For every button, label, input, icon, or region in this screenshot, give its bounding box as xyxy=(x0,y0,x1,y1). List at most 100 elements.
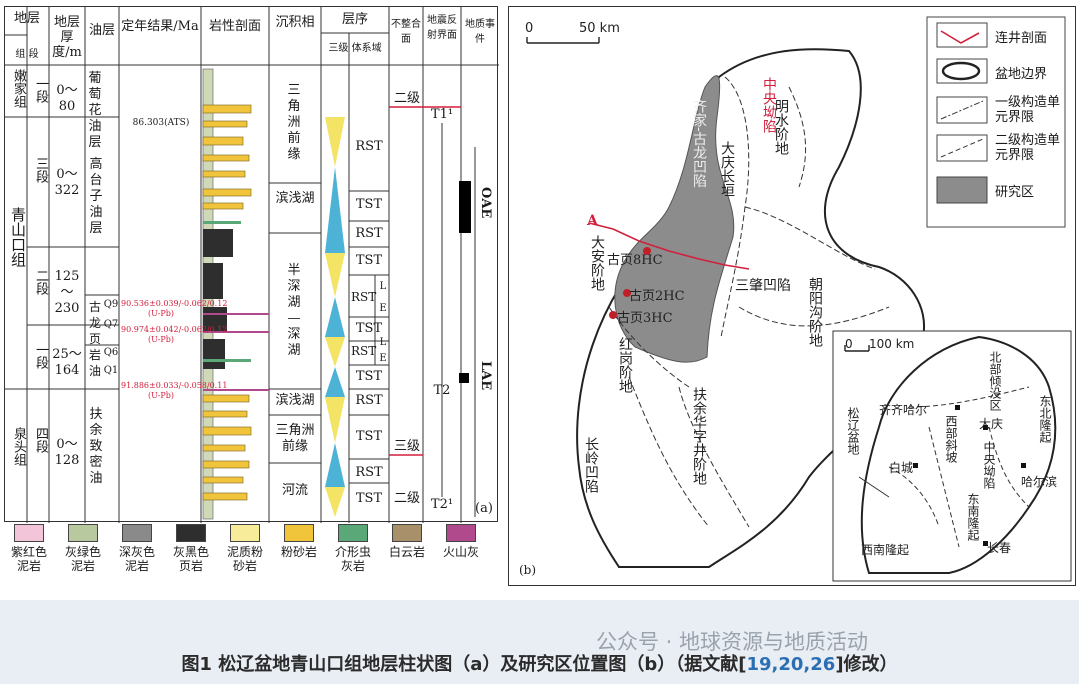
legend-item: 粉砂岩 xyxy=(276,524,322,559)
header-events: 地质事件 xyxy=(465,19,495,45)
unit-daan: 大安阶地 xyxy=(589,235,605,291)
siltstone-beds xyxy=(202,104,252,501)
seismic-t2: T2 xyxy=(433,383,451,398)
legend-label: 灰绿色泥岩 xyxy=(64,545,101,573)
legend-swatch xyxy=(338,524,368,542)
header-stratum-sub: 组 段 xyxy=(15,49,39,60)
inset-scale-value: 100 km xyxy=(869,337,915,351)
legend-swatch xyxy=(446,524,476,542)
legend-primary-boundary: 一级构造单元界限 xyxy=(995,95,1061,125)
legend-swatch xyxy=(392,524,422,542)
formation-quantou: 泉头组 xyxy=(11,427,26,466)
legend-swatch xyxy=(284,524,314,542)
header-sequence-sub: 三级 体系域 xyxy=(328,43,382,54)
study-area xyxy=(614,75,735,363)
facies-shore-shallow: 滨浅湖 xyxy=(275,191,315,206)
subtract-l-1: L xyxy=(379,281,387,292)
member-1: 一段 xyxy=(33,77,48,103)
age-upb-2: 90.974±0.042/-0.062/0.12 (U-Pb) xyxy=(121,325,228,344)
sequence-triangles xyxy=(325,117,345,517)
inset-west-slope: 西部斜坡 xyxy=(944,415,958,463)
thickness-2: 0～322 xyxy=(54,167,80,198)
legend-label: 紫红色泥岩 xyxy=(10,545,47,573)
header-stratum: 地层 xyxy=(13,11,40,26)
facies-shore-shallow-2: 滨浅湖 xyxy=(275,393,315,408)
tract-tst-4: TST xyxy=(355,369,383,384)
inset-northeast-uplift: 东北隆起 xyxy=(1038,395,1052,443)
legend-label: 泥质粉砂岩 xyxy=(226,545,263,573)
facies-delta-front-2: 三角洲前缘 xyxy=(275,423,315,454)
scale-zero: 0 xyxy=(525,21,534,36)
inset-central-depression: 中央坳陷 xyxy=(982,441,996,489)
legend-swatch xyxy=(230,524,260,542)
inset-songliao-basin: 松辽盆地 xyxy=(846,407,860,455)
caption-bar xyxy=(0,600,1079,684)
unit-daqing: 大庆长垣 xyxy=(719,141,735,197)
legend-label: 粉砂岩 xyxy=(280,545,317,559)
inset-daqing: 大庆 xyxy=(979,417,1004,431)
section-marker: A xyxy=(587,213,598,229)
stratigraphic-column-panel: 地层 组 段 地层厚度/m 油层 定年结果/Ma 岩性剖面 沉积相 层序 三级 … xyxy=(4,6,499,523)
oil-layer-putaohua: 葡萄花油层 xyxy=(88,71,102,150)
legend-item: 灰绿色泥岩 xyxy=(60,524,106,573)
legend-label: 灰黑色页岩 xyxy=(172,545,209,573)
oil-sub-q1: Q1 xyxy=(103,365,119,376)
tract-rst-3: RST xyxy=(351,290,377,304)
facies-delta-front: 三角洲前缘 xyxy=(287,83,301,162)
header-thickness: 地层厚度/m xyxy=(52,15,82,60)
panel-b-label: (b) xyxy=(519,563,537,577)
seismic-t11: T1¹ xyxy=(430,107,454,122)
legend-secondary-boundary: 二级构造单元界限 xyxy=(995,133,1061,163)
tract-tst-1: TST xyxy=(355,197,383,212)
header-sequence: 层序 xyxy=(341,12,368,27)
tract-tst-6: TST xyxy=(355,491,383,506)
inset-qiqihar: 齐齐哈尔 xyxy=(879,403,928,417)
basin-map xyxy=(526,16,1072,582)
legend-label: 火山灰 xyxy=(442,545,479,559)
seismic-t21: T2¹ xyxy=(430,497,454,512)
well-marker-3hc xyxy=(609,311,617,319)
header-oil-layer: 油层 xyxy=(88,23,115,38)
well-marker-8hc xyxy=(643,247,651,255)
unit-chaoyanggou: 朝阳沟阶地 xyxy=(807,277,823,347)
legend-swatch xyxy=(122,524,152,542)
inset-baicheng: 白城 xyxy=(889,461,914,475)
legend-item: 介形虫灰岩 xyxy=(330,524,376,573)
caption-refs[interactable]: 19,20,26 xyxy=(746,654,836,675)
oil-layer-fuyu: 扶余致密油 xyxy=(89,407,103,486)
legend-section: 连井剖面 xyxy=(995,31,1048,46)
legend-item: 泥质粉砂岩 xyxy=(222,524,268,573)
unit-changling: 长岭凹陷 xyxy=(583,437,599,493)
unit-sanzhao: 三肇凹陷 xyxy=(735,278,791,294)
well-marker-2hc xyxy=(623,289,631,297)
inset-north-plunge: 北部倾没区 xyxy=(988,351,1002,411)
thickness-1: 0～80 xyxy=(56,83,78,114)
unit-central-depression: 中央坳陷 xyxy=(761,77,777,133)
watermark: 公众号 · 地球资源与地质活动 xyxy=(596,630,869,654)
facies-fluvial: 河流 xyxy=(281,483,308,498)
header-unconformity: 不整合面 xyxy=(391,19,421,45)
legend-item: 灰黑色页岩 xyxy=(168,524,214,573)
event-lae: LAE xyxy=(478,361,493,391)
member-3: 三段 xyxy=(33,157,48,183)
oil-layer-gaotaizi: 高台子油层 xyxy=(89,157,103,236)
oil-sub-q7: Q7 xyxy=(103,319,119,330)
header-lithology: 岩性剖面 xyxy=(208,19,261,34)
unconformity-3rd: 三级 xyxy=(393,439,420,454)
inset-southwest-uplift: 西南隆起 xyxy=(861,543,910,557)
inset-basin xyxy=(860,335,1057,574)
unit-qijia-gulong: 齐家-古龙凹陷 xyxy=(691,99,707,188)
unconformity-2nd: 二级 xyxy=(393,91,420,106)
oae-bar xyxy=(459,181,471,233)
panel-a-label: (a) xyxy=(475,501,493,516)
tract-rst-5: RST xyxy=(355,393,383,408)
thickness-5: 0～128 xyxy=(54,437,80,468)
formation-nenjia: 嫩家组 xyxy=(11,69,26,108)
caption-main: 图1 松辽盆地青山口组地层柱状图（a）及研究区位置图（b）（据文献[ xyxy=(181,654,747,675)
legend-label: 白云岩 xyxy=(388,545,425,559)
caption-tail: ]修改） xyxy=(835,654,898,675)
legend-item: 火山灰 xyxy=(438,524,484,559)
inset-scale-zero: 0 xyxy=(845,337,853,351)
thickness-4: 25～164 xyxy=(52,347,82,378)
tract-tst-2: TST xyxy=(355,253,383,268)
